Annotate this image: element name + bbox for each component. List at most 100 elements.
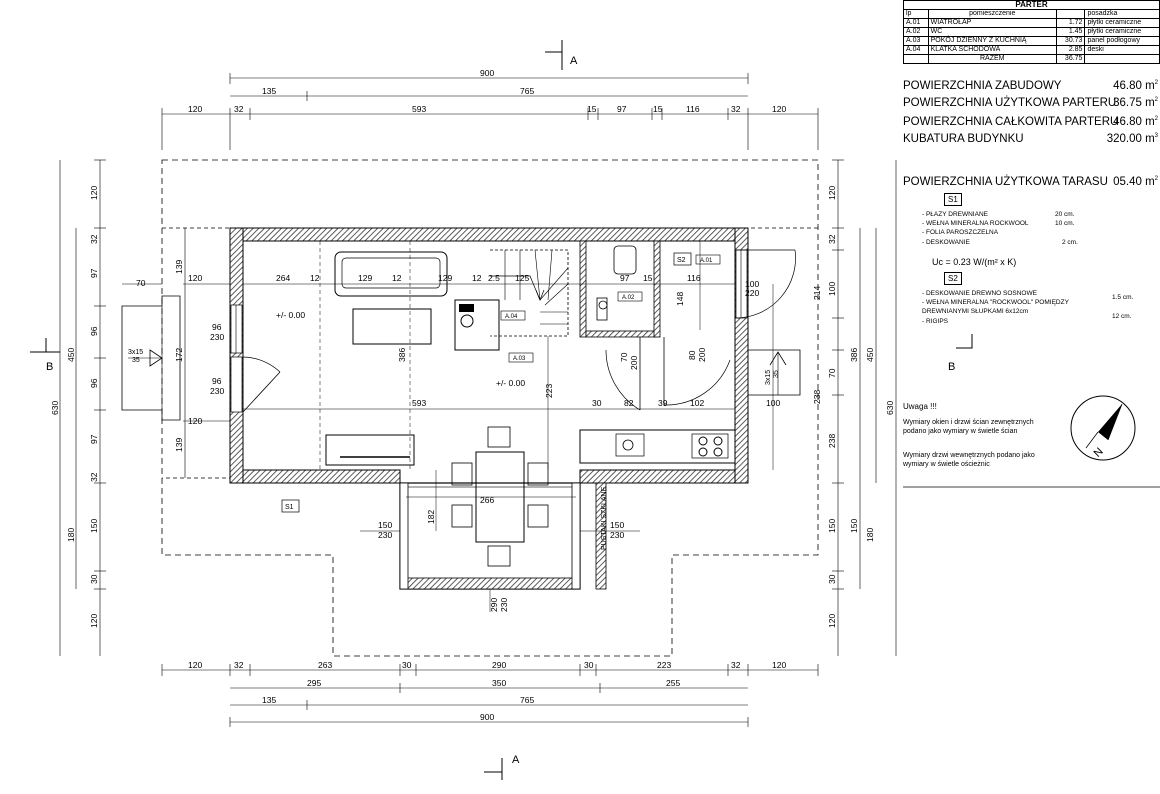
doors [242, 249, 796, 413]
door-ext2: 220 [745, 288, 759, 298]
bay-window [399, 482, 607, 590]
dim-left-i1: 172 [174, 348, 184, 362]
notes-2: Wymiary drzwi wewnętrznych podano jako w… [903, 452, 1035, 468]
dim-right-s3: 214 [812, 286, 822, 300]
table-cell: WC [927, 27, 1057, 37]
terrace-west [121, 295, 181, 421]
table-cell: płytki ceramiczne [1084, 18, 1160, 28]
table-cell: 30.73 [1055, 36, 1086, 46]
dim-left-s7: 150 [89, 519, 99, 533]
d25: 2.5 [488, 273, 500, 283]
d129b: 129 [438, 273, 452, 283]
tag-s1-plan: S1 [285, 504, 294, 511]
stat-label: POWIERZCHNIA CAŁKOWITA PARTERU [903, 116, 1119, 128]
dim-left-s0: 120 [89, 186, 99, 200]
stat-value: 36.75 m [1113, 97, 1155, 109]
dim-bot-total: 900 [480, 712, 494, 722]
dim-right-mid: 180 [865, 528, 875, 542]
dim-top-r3-h: 32 [731, 104, 741, 114]
table-header-lp: lp [903, 9, 929, 19]
stat-label: POWIERZCHNIA UŻYTKOWA TARASU [903, 176, 1108, 188]
s1-item-0: - PŁAZY DREWNIANE [922, 211, 988, 218]
terrace-outline [162, 227, 231, 479]
table-cell: 1.72 [1055, 18, 1086, 28]
stat-label: KUBATURA BUDYNKU [903, 133, 1024, 145]
stat-value: 320.00 m [1106, 133, 1155, 145]
terrace-east [748, 349, 801, 396]
d129a: 129 [358, 273, 372, 283]
table-cell: A.02 [903, 27, 929, 37]
section-b-left: B [46, 361, 53, 373]
d593: 593 [412, 398, 426, 408]
section-a-top: A [570, 55, 578, 67]
dim-right-s2: 100 [827, 282, 837, 296]
stat-label: POWIERZCHNIA ZABUDOWY [903, 80, 1062, 92]
table-total-value: 36.75 [1055, 54, 1086, 64]
dim-left-i0: 139 [174, 260, 184, 274]
s1-item-1-val: 10 cm. [1055, 220, 1075, 227]
dim-bot-r1-g: 223 [657, 660, 671, 670]
dim-left-s1: 32 [89, 234, 99, 244]
dim-left-s8: 30 [89, 574, 99, 584]
d120a: 120 [188, 273, 202, 283]
door-wc: 70 [619, 352, 629, 362]
stat-value: 46.80 m [1113, 80, 1155, 92]
interior-walls [579, 240, 661, 338]
d70: 70 [136, 278, 146, 288]
dim-bot-r3-a: 135 [262, 695, 276, 705]
kitchen-counter [579, 429, 736, 464]
dim-right-s8: 30 [827, 574, 837, 584]
dim-right-i0: 386 [849, 348, 859, 362]
dim-left-s6: 32 [89, 472, 99, 482]
dim-top-r3-b: 32 [234, 104, 244, 114]
wc-fixtures [596, 245, 637, 321]
s2-item-0-val: 1.5 cm. [1112, 294, 1134, 301]
stat-value: 05.40 m [1113, 176, 1155, 188]
door-a01b: 200 [697, 348, 707, 362]
d97: 97 [620, 273, 630, 283]
dim-right-i1: 150 [849, 519, 859, 533]
table-row: A.03 POKÓJ DZIENNY Z KUCHNIĄ 30.73 panel… [903, 36, 1160, 46]
d125: 125 [515, 273, 529, 283]
table-cell: KLATKA SCHODOWA [927, 45, 1057, 55]
coffee-table [352, 308, 432, 345]
notes-1: Wymiary okien i drzwi ścian zewnętrznych… [903, 419, 1034, 435]
dimension-texts: 900 135 765 120 32 593 15 97 15 116 32 1… [50, 68, 895, 722]
d223: 223 [544, 384, 554, 398]
table-cell: A.03 [903, 36, 929, 46]
top-dimension-lines [161, 73, 819, 150]
s2-item-0: - DESKOWANIE DREWNO SOSNOWE [922, 290, 1037, 297]
table-cell: 1.45 [1055, 27, 1086, 37]
s2-item-1: - WEŁNA MINERALNA "ROCKWOOL" POMIĘDZY [922, 299, 1069, 306]
dim-left-s3: 96 [89, 326, 99, 336]
dim-left-s2: 97 [89, 268, 99, 278]
dim-bot-r1-c: 263 [318, 660, 332, 670]
s1-uc: Uc = 0.23 W/(m² x K) [932, 257, 1017, 267]
stairs-east: 3x15 [765, 370, 772, 385]
label-a02: A.02 [622, 295, 635, 301]
table-title: PARTER [903, 0, 1160, 10]
staircase [490, 249, 569, 337]
d264: 264 [276, 273, 290, 283]
dim-right-s6b: 238 [812, 390, 822, 404]
table-cell: panel podłogowy [1084, 36, 1160, 46]
north-label: N [1092, 446, 1106, 460]
dim-left-i2: 139 [174, 438, 184, 452]
level-2: +/- 0.00 [496, 378, 525, 388]
s1-tag: S1 [944, 193, 962, 206]
win-left-top: 96 [212, 322, 222, 332]
notes-title: Uwaga !!! [903, 402, 937, 411]
stat-exp: 2 [1154, 97, 1158, 104]
d100: 100 [766, 398, 780, 408]
win-left-bot: 96 [212, 376, 222, 386]
north-arrow-icon [1070, 395, 1136, 461]
s2-tag: S2 [944, 272, 962, 285]
s1-item-1: - WEŁNA MINERALNA ROCKWOOL [922, 220, 1029, 227]
glass-blocks-label: PUSTAKI SZKLANE [601, 486, 608, 550]
dim-bot-r2-a: 295 [307, 678, 321, 688]
dim-right-s9: 120 [827, 614, 837, 628]
d120b: 120 [188, 416, 202, 426]
